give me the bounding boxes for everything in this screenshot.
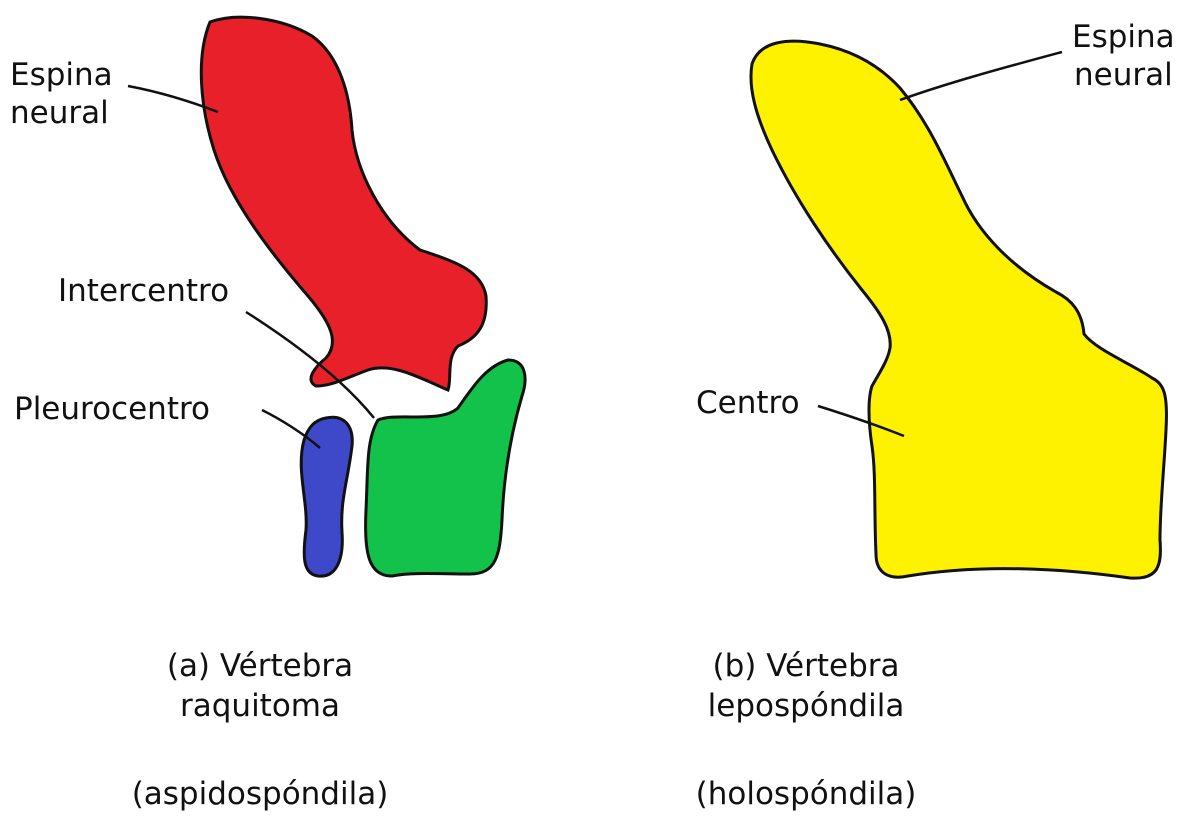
caption-a-line1: (a) Vértebra [110,646,410,686]
caption-b-line1: (b) Vértebra [656,646,956,686]
caption-a-alt: (aspidospóndila) [110,774,410,814]
label-intercentro: Intercentro [58,272,229,310]
label-espina-b-line1: Espina [1072,18,1175,56]
pleurocentrum-blue [301,417,352,576]
caption-b-alt: (holospóndila) [656,774,956,814]
label-espina-b-line2: neural [1072,56,1175,94]
label-espina-neural-b: Espina neural [1072,18,1175,94]
intercentrum-green [366,360,525,576]
panel-b-vertebra [751,41,1167,578]
caption-b: (b) Vértebra lepospóndila [656,646,956,726]
label-centro: Centro [696,384,800,422]
caption-a: (a) Vértebra raquitoma [110,646,410,726]
caption-b-line2: lepospóndila [656,686,956,726]
neural-spine-red [201,17,486,390]
label-pleurocentro: Pleurocentro [14,390,210,428]
caption-a-line2: raquitoma [110,686,410,726]
vertebra-yellow [751,41,1167,578]
label-espina-a-line1: Espina [10,56,113,94]
leader-espina-b [900,52,1062,100]
label-espina-neural-a: Espina neural [10,56,113,132]
label-espina-a-line2: neural [10,94,113,132]
